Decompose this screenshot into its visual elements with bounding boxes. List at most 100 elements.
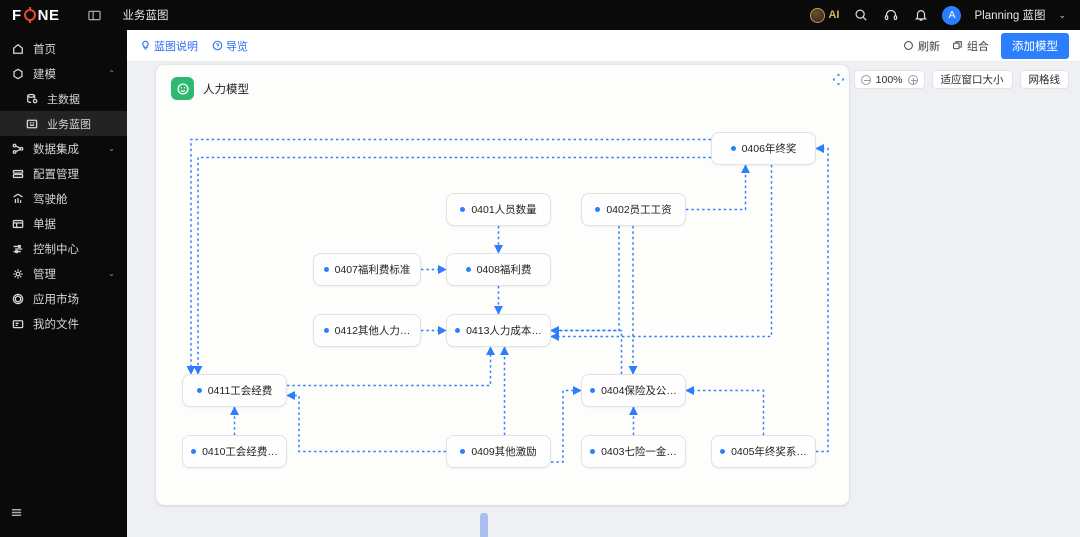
- sidebar-item-label: 驾驶舱: [33, 193, 68, 206]
- diagram-edge-4: [686, 164, 750, 211]
- cube-icon: [12, 68, 26, 80]
- move-icon[interactable]: [831, 72, 847, 88]
- grid-lines-button[interactable]: 网格线: [1019, 70, 1069, 89]
- fit-to-window-button[interactable]: 适应窗口大小: [931, 70, 1013, 89]
- bell-icon[interactable]: [912, 7, 929, 24]
- node-label: 0405年终奖系…: [731, 446, 807, 458]
- zoom-level: 100%: [875, 73, 903, 86]
- diagram-edge-5: [550, 226, 620, 335]
- sidebar-item-1[interactable]: 建模 ⌃: [0, 61, 127, 86]
- dashboard-icon: [12, 192, 26, 205]
- gear-icon: [12, 268, 26, 280]
- database-icon: [26, 93, 40, 105]
- diagram-edge-16: [685, 386, 765, 435]
- ai-label: AI: [828, 9, 840, 21]
- integration-icon: [12, 143, 26, 155]
- sidebar-item-label: 首页: [33, 43, 56, 56]
- horizontal-scrollbar[interactable]: [480, 513, 488, 537]
- breadcrumb-label: 导览: [226, 40, 248, 53]
- home-icon: [12, 43, 26, 55]
- diagram-node-0409[interactable]: 0409其他激励: [446, 435, 551, 468]
- node-dot-icon: [191, 449, 197, 454]
- node-dot-icon: [590, 388, 596, 393]
- diagram-edge-18: [550, 326, 623, 374]
- breadcrumb-tour[interactable]: 导览: [212, 38, 248, 54]
- sidebar: 首页建模 ⌃ 主数据业务蓝图数据集成⌄ 配置管理驾驶舱单据控制中心管理 ⌄ 应用市场我的文…: [0, 30, 127, 537]
- blueprint-icon: [26, 118, 40, 130]
- chevron-down-icon[interactable]: ⌄: [1058, 9, 1066, 20]
- diagram-node-0403[interactable]: 0403七险一金…: [581, 435, 686, 468]
- node-label: 0412其他人力…: [334, 325, 411, 337]
- diagram-node-0406[interactable]: 0406年终奖: [711, 132, 816, 165]
- workspace-name[interactable]: Planning 蓝图: [974, 10, 1046, 22]
- sidebar-item-label: 管理: [33, 268, 56, 281]
- sidebar-item-8[interactable]: 控制中心: [0, 236, 127, 261]
- chevron-icon[interactable]: ⌄: [108, 269, 115, 278]
- sidebar-item-label: 配置管理: [33, 168, 79, 181]
- diagram-node-0413[interactable]: 0413人力成本…: [446, 314, 551, 347]
- diagram-node-0404[interactable]: 0404保险及公…: [581, 374, 686, 407]
- sub-header-actions: 刷新 组合 添加模型: [903, 32, 1069, 59]
- hamburger-icon[interactable]: [10, 506, 23, 524]
- sidebar-item-7[interactable]: 单据: [0, 211, 127, 236]
- node-dot-icon: [590, 449, 596, 454]
- headset-icon[interactable]: [882, 7, 899, 24]
- sidebar-item-0[interactable]: 首页: [0, 36, 127, 61]
- breadcrumb-blueprint-desc[interactable]: 蓝图说明: [140, 38, 198, 54]
- diagram-node-0412[interactable]: 0412其他人力…: [313, 314, 421, 347]
- zoom-in-icon[interactable]: [907, 74, 918, 85]
- node-dot-icon: [465, 267, 471, 272]
- top-bar-title: 业务蓝图: [122, 10, 169, 22]
- node-label: 0404保险及公…: [601, 385, 677, 397]
- diagram-edges: [186, 138, 829, 463]
- app-logo[interactable]: F NE: [12, 7, 60, 24]
- node-dot-icon: [460, 207, 466, 212]
- sidebar-item-4[interactable]: 数据集成⌄: [0, 136, 127, 161]
- diagram-node-0410[interactable]: 0410工会经费…: [182, 435, 287, 468]
- sidebar-item-label: 建模: [33, 68, 56, 81]
- diagram-node-0405[interactable]: 0405年终奖系…: [711, 435, 816, 468]
- sidebar-item-label: 主数据: [47, 93, 80, 106]
- diagram-node-0411[interactable]: 0411工会经费: [182, 374, 287, 407]
- sidebar-item-6[interactable]: 驾驶舱: [0, 186, 127, 211]
- diagram-canvas[interactable]: 0406年终奖 0401人员数量 0402员工工资 0407福利费标准 0408福利费 0…: [156, 65, 849, 505]
- search-icon[interactable]: [852, 7, 869, 24]
- zoom-out-icon[interactable]: [860, 74, 871, 85]
- chevron-icon[interactable]: ⌄: [108, 144, 115, 153]
- top-bar: F NE 业务蓝图 AI A Planning 蓝图 ⌄: [0, 0, 1080, 30]
- add-model-button[interactable]: 添加模型: [1001, 32, 1069, 59]
- sidebar-item-label: 控制中心: [33, 243, 79, 256]
- ai-assistant-button[interactable]: AI: [810, 7, 840, 23]
- diagram-edge-9: [193, 156, 711, 375]
- ai-icon: [810, 7, 826, 23]
- panel-toggle-icon[interactable]: [87, 9, 101, 22]
- model-title: 人力模型: [203, 83, 249, 96]
- node-label: 0410工会经费…: [202, 446, 278, 458]
- node-dot-icon: [196, 388, 202, 393]
- sidebar-item-3[interactable]: 业务蓝图: [0, 111, 127, 136]
- refresh-button[interactable]: 刷新: [903, 38, 940, 54]
- avatar[interactable]: A: [942, 5, 962, 25]
- sidebar-item-label: 单据: [33, 218, 56, 231]
- diagram-node-0401[interactable]: 0401人员数量: [446, 193, 551, 226]
- diagram-node-0402[interactable]: 0402员工工资: [581, 193, 686, 226]
- diagram-edge-14: [551, 386, 582, 463]
- canvas-area[interactable]: 100% 适应窗口大小 网格线 人力模型: [127, 62, 1080, 537]
- sidebar-item-5[interactable]: 配置管理: [0, 161, 127, 186]
- diagram-node-0407[interactable]: 0407福利费标准: [313, 253, 421, 286]
- sidebar-item-10[interactable]: 应用市场: [0, 286, 127, 311]
- zoom-toolbar: 100% 适应窗口大小 网格线: [831, 70, 1069, 89]
- diagram-edge-8: [186, 138, 711, 375]
- zoom-control[interactable]: 100%: [853, 70, 925, 89]
- chevron-icon[interactable]: ⌃: [108, 69, 115, 78]
- sidebar-item-9[interactable]: 管理 ⌄: [0, 261, 127, 286]
- logo-letters-ne: NE: [37, 6, 60, 24]
- group-button[interactable]: 组合: [952, 38, 989, 54]
- sidebar-item-11[interactable]: 我的文件: [0, 311, 127, 336]
- group-label: 组合: [967, 40, 989, 53]
- diagram-node-0408[interactable]: 0408福利费: [446, 253, 551, 286]
- sliders-icon: [12, 243, 26, 255]
- sidebar-item-2[interactable]: 主数据: [0, 86, 127, 111]
- sidebar-item-label: 应用市场: [33, 293, 79, 306]
